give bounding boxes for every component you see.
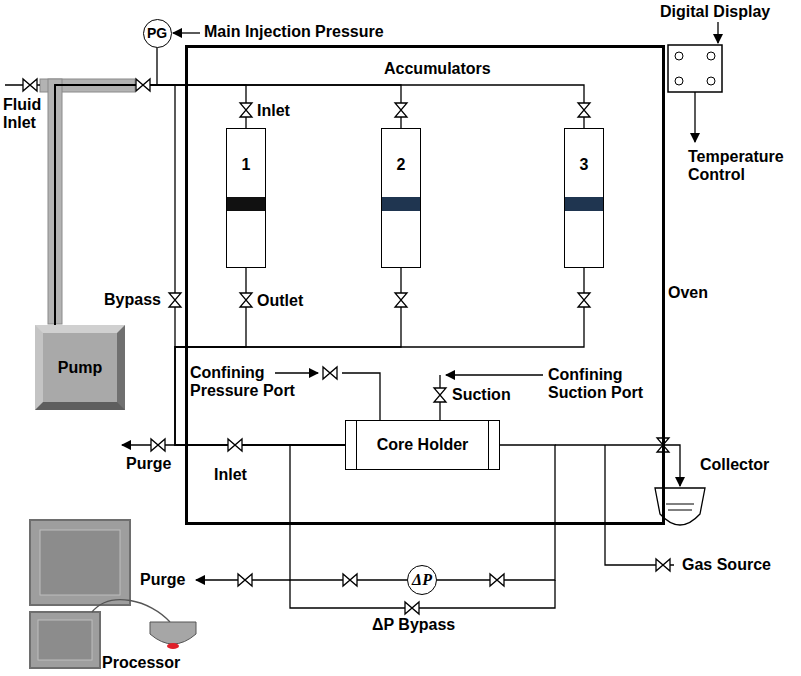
- processor-face: [38, 620, 92, 660]
- end-cap: [488, 421, 489, 469]
- leader-arrow: [694, 92, 695, 142]
- processor-box: [30, 612, 100, 668]
- group-label: Accumulators: [384, 60, 491, 78]
- node-label: ΔP: [412, 571, 432, 589]
- valve-label: Inlet: [257, 102, 290, 120]
- valve-symbol: [578, 293, 590, 307]
- pipe-line: [342, 373, 380, 420]
- valve-symbol: [136, 79, 150, 91]
- enclosure-label: Oven: [668, 284, 708, 302]
- differential-pressure-gauge: ΔP: [407, 565, 437, 595]
- valve-symbol: [240, 293, 252, 307]
- valve-label: Suction: [452, 386, 511, 404]
- port-label: Fluid Inlet: [3, 96, 53, 132]
- valve-symbol: [238, 574, 252, 586]
- digital-display: [668, 45, 722, 92]
- valve-symbol: [343, 574, 357, 586]
- node-label: Core Holder: [377, 436, 469, 454]
- node-label: Pump: [58, 359, 102, 377]
- valve-symbol: [395, 103, 407, 117]
- valve-symbol: [151, 439, 165, 451]
- end-cap: [356, 421, 357, 469]
- pipe-connector: [55, 85, 401, 325]
- accumulator: 3: [564, 128, 604, 268]
- valve-symbol: [23, 79, 37, 91]
- valve-label: ΔP Bypass: [372, 616, 455, 634]
- display-knob: [707, 52, 715, 60]
- piston-band: [382, 197, 420, 211]
- valve-symbol: [323, 367, 337, 379]
- monitor: [30, 520, 130, 605]
- port-label: Purge: [126, 455, 171, 473]
- piston-band: [227, 197, 265, 211]
- valve-symbol: [490, 574, 504, 586]
- mouse-cable: [92, 600, 170, 622]
- valve-symbol: [578, 103, 590, 117]
- valve-label: Bypass: [104, 291, 161, 309]
- valve-symbol: [240, 103, 252, 117]
- pipe-connector: [55, 48, 157, 326]
- leader-arrow: [275, 372, 318, 373]
- mouse: [150, 622, 196, 644]
- valve-symbol: [656, 559, 670, 571]
- accumulator: 1: [226, 128, 266, 268]
- port-label: Gas Source: [682, 556, 771, 574]
- accumulator: 2: [381, 128, 421, 268]
- display-knob: [675, 52, 683, 60]
- pipe-connector: [55, 85, 246, 325]
- port-label: Purge: [140, 571, 185, 589]
- leader-arrow: [173, 32, 200, 33]
- pipe-connector: [175, 268, 401, 445]
- display-knob: [707, 77, 715, 85]
- display-knob: [675, 77, 683, 85]
- node-label: 3: [565, 156, 603, 174]
- valve-symbol: [395, 293, 407, 307]
- node-label: 1: [227, 156, 265, 174]
- valve-symbol: [169, 293, 181, 307]
- callout-label: Processor: [102, 654, 180, 672]
- node-label: 2: [382, 156, 420, 174]
- valve-symbol: [405, 602, 419, 614]
- pipe-connector: [175, 268, 345, 445]
- valve-symbol: [434, 388, 446, 402]
- core-holder: Core Holder: [345, 420, 500, 470]
- valve-symbol: [228, 439, 242, 451]
- node-label: PG: [147, 24, 167, 42]
- pipe-connector: [175, 268, 584, 445]
- pump-box: Pump: [35, 325, 125, 410]
- piston-band: [565, 197, 603, 211]
- port-label: Confining Pressure Port: [190, 364, 308, 400]
- pipe-connector: [55, 85, 584, 325]
- port-label: Confining Suction Port: [548, 366, 660, 402]
- callout-label: Temperature Control: [688, 148, 798, 184]
- callout-label: Main Injection Pressure: [204, 23, 384, 41]
- callout-label: Collector: [700, 456, 769, 474]
- monitor-screen: [40, 530, 120, 595]
- leader-arrow: [717, 22, 718, 43]
- callout-label: Digital Display: [660, 3, 770, 21]
- pipe-line: [174, 85, 175, 347]
- fluid-level: [668, 510, 692, 511]
- pressure-gauge: PG: [143, 19, 172, 48]
- leader-arrow: [446, 374, 543, 375]
- valve-label: Outlet: [257, 292, 303, 310]
- mouse-light: [167, 643, 179, 649]
- fluid-level: [666, 504, 694, 505]
- valve-label: Inlet: [214, 466, 247, 484]
- leader-arrow: [122, 444, 175, 445]
